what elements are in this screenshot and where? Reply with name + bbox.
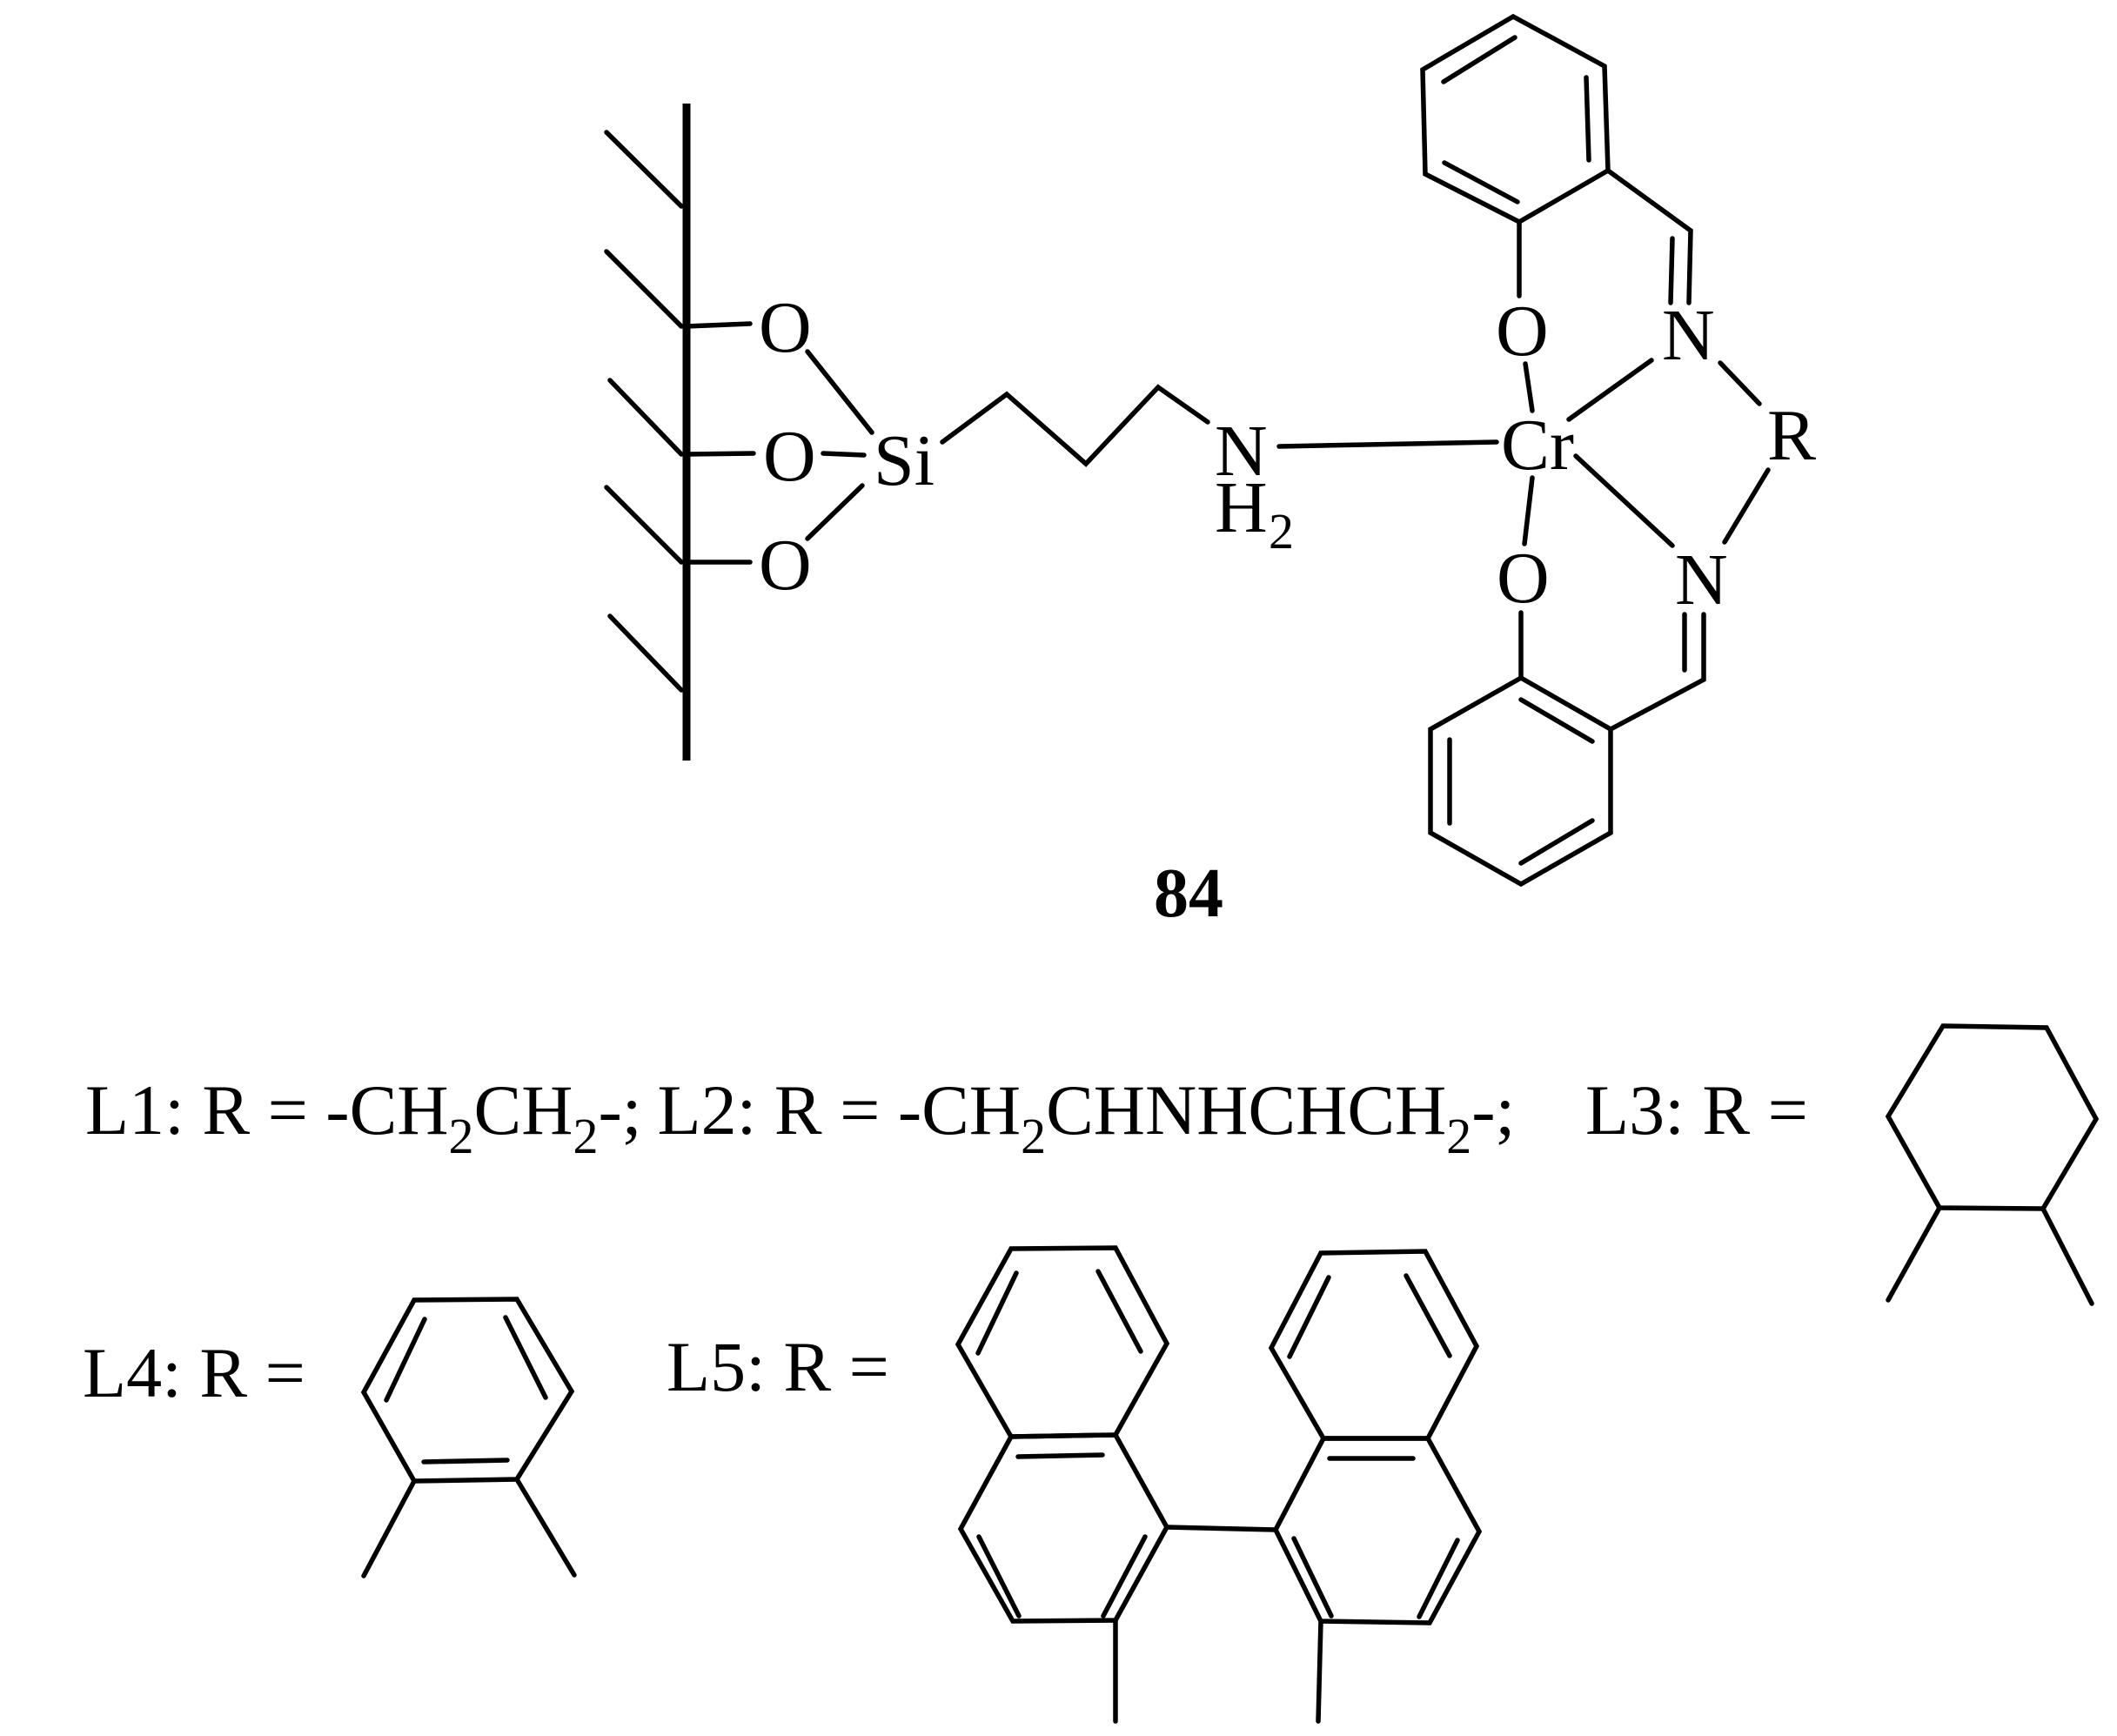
salen-core-bonds: R	[1522, 358, 1816, 548]
atom-o-lower: O	[1497, 538, 1550, 619]
bond-n-upper-r	[1718, 360, 1762, 406]
bond-cr-n-upper	[1566, 358, 1654, 422]
phenylene-substituent-left	[361, 1478, 417, 1578]
legend-l3-text: L3: R =	[1585, 1070, 1808, 1150]
cyclohexane-substituent-left	[1886, 1205, 1942, 1303]
support-tick-1	[604, 130, 684, 209]
l4-phenylene-structure	[360, 1297, 577, 1578]
compound-number-label: 84	[1154, 855, 1223, 932]
left-naph-double-5	[1101, 1534, 1148, 1619]
propyl-chain	[940, 384, 1210, 467]
support-tick-3	[607, 378, 684, 457]
bond-lower-imine-c	[1608, 612, 1706, 732]
bond-o1-si	[805, 349, 874, 435]
support-tick-4	[604, 485, 684, 565]
atom-o1: O	[759, 287, 812, 368]
lower-ring-double-1	[1518, 697, 1595, 744]
legend-row-1: L1: R = -CH2CH2-;L2: R = -CH2CHNHCHCH2-;…	[85, 1070, 1808, 1164]
atom-r: R	[1767, 395, 1816, 476]
lower-salicylidene: O N	[1428, 538, 1728, 888]
bond-surface-o1	[684, 321, 753, 329]
silica-support	[604, 104, 691, 761]
bond-r-n-lower	[1722, 467, 1771, 545]
upper-salicylidene: O N	[1420, 13, 1715, 376]
left-naph-double-3	[1015, 1452, 1105, 1459]
silicon-center: Si	[805, 349, 935, 541]
phenylene-double-3	[421, 1458, 510, 1465]
right-naph-double-1	[1287, 1275, 1331, 1359]
cyclohexane-substituent-right	[2040, 1206, 2094, 1306]
right-naph-double-5	[1417, 1538, 1460, 1619]
atom-cr: Cr	[1501, 405, 1574, 486]
right-naph-double-4	[1291, 1536, 1334, 1619]
legend-l5-text: L5: R =	[667, 1327, 889, 1406]
legend-l1-l2-text: L1: R = -CH2CH2-;L2: R = -CH2CHNHCHCH2-;	[85, 1070, 1515, 1164]
amine-group: N H 2	[1215, 411, 1499, 560]
atom-n-amine: N	[1215, 411, 1268, 492]
left-naph-double-4	[976, 1534, 1022, 1619]
bond-o2-si	[821, 451, 867, 458]
surface-oxygens: O O O	[684, 287, 816, 606]
upper-ring-double-1	[1441, 35, 1517, 84]
legend-l4-text: L4: R =	[83, 1333, 305, 1412]
bond-n-cr	[1276, 439, 1499, 449]
atom-o-upper: O	[1496, 291, 1549, 372]
atom-o3: O	[759, 525, 812, 606]
right-naphthalene-lower-ring	[1272, 1436, 1483, 1625]
phenylene-double-1	[384, 1317, 427, 1403]
bond-cr-o-lower	[1522, 475, 1535, 546]
bond-upper-imine-c	[1605, 168, 1693, 305]
atom-n-upper: N	[1662, 295, 1715, 376]
binaphthyl-link-bond	[1164, 1525, 1278, 1532]
right-naph-methyl-bond	[1316, 1619, 1323, 1724]
lower-ring-double-3	[1518, 818, 1595, 866]
atom-si: Si	[874, 420, 935, 501]
cyclohexane-ring	[1885, 1023, 2100, 1211]
left-naph-double-2	[1095, 1269, 1143, 1354]
right-naph-double-2	[1404, 1273, 1452, 1358]
upper-ring-double-3	[1442, 160, 1520, 204]
l3-cyclohexane-structure	[1885, 1023, 2100, 1306]
left-naph-double-1	[975, 1270, 1019, 1356]
upper-benzene-ring	[1420, 13, 1611, 225]
bond-o3-si	[805, 483, 865, 541]
lower-benzene-ring	[1428, 674, 1613, 888]
upper-ring-double-2	[1584, 75, 1591, 163]
bond-o-upper-cr	[1523, 361, 1535, 413]
support-tick-2	[604, 249, 684, 329]
phenylene-substituent-right	[514, 1477, 577, 1578]
amine-h-subscript: 2	[1269, 503, 1294, 560]
atom-h-amine: H	[1215, 467, 1268, 548]
phenylene-double-2	[503, 1315, 548, 1400]
left-naphthalene-lower-ring	[957, 1432, 1170, 1624]
atom-n-lower: N	[1675, 540, 1728, 620]
l5-binaphthyl-structure	[955, 1245, 1483, 1724]
bond-cr-n-lower	[1573, 453, 1675, 548]
support-tick-5	[607, 613, 684, 693]
bond-upper-imine-double	[1668, 236, 1675, 305]
bond-surface-o2	[684, 451, 756, 457]
atom-o2: O	[763, 416, 816, 497]
